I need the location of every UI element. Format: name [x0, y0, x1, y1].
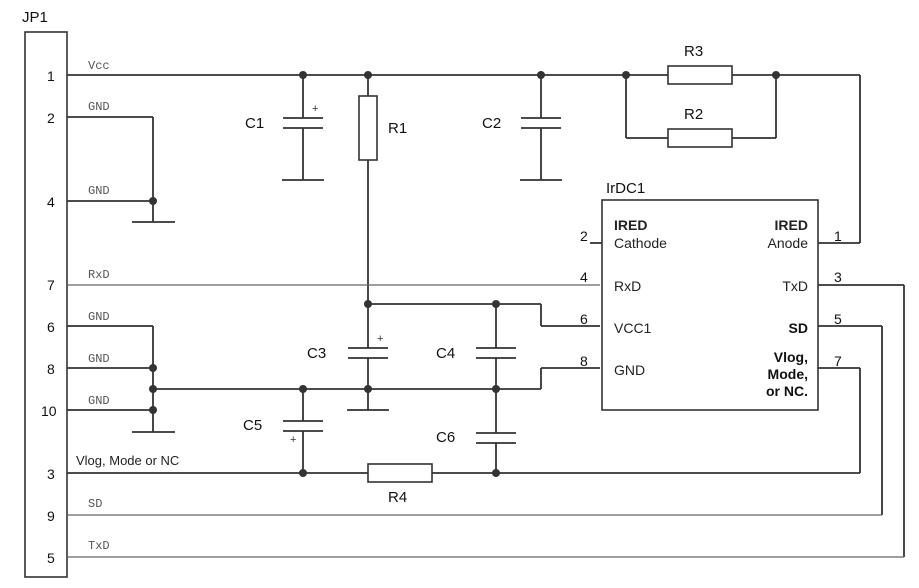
resistor-r3: [667, 65, 733, 85]
polarity-mark: +: [290, 434, 296, 446]
capacitor-c6: [476, 432, 516, 444]
junction-dot: [364, 71, 372, 79]
label-r2: R2: [684, 106, 703, 123]
ic-pin-numbers: 2 4 6 8 1 3 5 7: [580, 228, 842, 369]
junction-dot: [149, 364, 157, 372]
label-c3: C3: [307, 345, 326, 362]
resistor-r2: [667, 128, 733, 148]
jp1-pin-number: 5: [47, 550, 55, 566]
net-label: Vcc: [88, 59, 110, 73]
connector-net-labels: Vcc GND GND RxD GND GND GND Vlog, Mode o…: [76, 59, 179, 553]
junction-dot: [149, 197, 157, 205]
jp1-pin-number: 7: [47, 277, 55, 293]
net-label: Vlog, Mode or NC: [76, 453, 179, 468]
resistor-r4: [367, 463, 433, 483]
ic-pin-label: SD: [789, 320, 808, 336]
ic-pin-number: 3: [834, 269, 842, 285]
connector-pin-numbers: 1 2 4 7 6 8 10 3 9 5: [41, 68, 57, 566]
ic-pin-label: Vlog,Mode,or NC.: [766, 349, 808, 399]
ic-pin-number: 1: [834, 228, 842, 244]
junction-dots: [149, 71, 780, 477]
jp1-pin-number: 3: [47, 466, 55, 482]
capacitor-c5: +: [283, 420, 323, 446]
connector-jp1-body: [24, 31, 68, 578]
junction-dot: [622, 71, 630, 79]
polarity-mark: +: [312, 103, 318, 115]
net-label: GND: [88, 394, 110, 408]
junction-dot: [492, 300, 500, 308]
jp1-pin-number: 6: [47, 319, 55, 335]
net-label: RxD: [88, 268, 110, 282]
junction-dot: [492, 385, 500, 393]
label-c6: C6: [436, 429, 455, 446]
jp1-pin-number: 4: [47, 194, 55, 210]
ic-pin-number: 2: [580, 228, 588, 244]
ic-pin-label: TxD: [782, 278, 808, 294]
junction-dot: [492, 469, 500, 477]
ic-pin-number: 8: [580, 353, 588, 369]
polarity-mark: +: [377, 333, 383, 345]
junction-dot: [149, 385, 157, 393]
label-c5: C5: [243, 417, 262, 434]
capacitor-c4: [476, 347, 516, 359]
junction-dot: [299, 385, 307, 393]
label-c2: C2: [482, 115, 501, 132]
capacitor-c3: +: [348, 333, 388, 359]
label-c4: C4: [436, 345, 455, 362]
junction-dot: [364, 385, 372, 393]
ic-pin-number: 4: [580, 269, 588, 285]
jp1-pin-number: 9: [47, 508, 55, 524]
jp1-pin-number: 1: [47, 68, 55, 84]
jp1-pin-number: 2: [47, 110, 55, 126]
resistor-r1: [358, 95, 378, 161]
net-label: GND: [88, 100, 110, 114]
label-r4: R4: [388, 489, 407, 506]
net-label: GND: [88, 184, 110, 198]
jp1-pin-number: 10: [41, 403, 57, 419]
ic-pin-label: GND: [614, 362, 645, 378]
junction-dot: [772, 71, 780, 79]
net-label: GND: [88, 352, 110, 366]
ic-title: IrDC1: [606, 180, 645, 197]
capacitor-c2: [521, 117, 561, 129]
capacitor-c1: +: [283, 103, 323, 129]
junction-dot: [364, 300, 372, 308]
net-label: SD: [88, 497, 102, 511]
jp1-pin-number: 8: [47, 361, 55, 377]
junction-dot: [299, 469, 307, 477]
ic-pin-number: 6: [580, 311, 588, 327]
label-r3: R3: [684, 43, 703, 60]
ic-irdc1-body: [601, 199, 819, 411]
net-label: GND: [88, 310, 110, 324]
junction-dot: [537, 71, 545, 79]
label-c1: C1: [245, 115, 264, 132]
connector-title: JP1: [22, 9, 48, 26]
ic-pin-label: RxD: [614, 278, 641, 294]
ic-pin-label: VCC1: [614, 320, 652, 336]
net-label: TxD: [88, 539, 110, 553]
junction-dot: [299, 71, 307, 79]
ic-pin-number: 7: [834, 353, 842, 369]
ic-pin-number: 5: [834, 311, 842, 327]
label-r1: R1: [388, 120, 407, 137]
junction-dot: [149, 406, 157, 414]
